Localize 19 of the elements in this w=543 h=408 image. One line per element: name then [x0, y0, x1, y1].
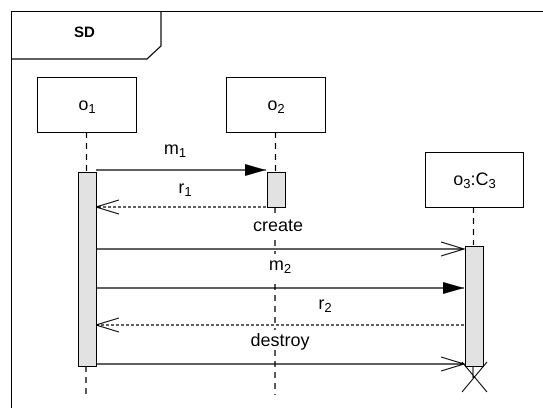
object-box: o$_{1}$ [37, 77, 137, 133]
lifeline [472, 207, 474, 245]
message-arrow [96, 164, 266, 176]
object-box: o$_{3}$:C$_{3}$ [425, 152, 524, 208]
lifeline [274, 132, 276, 171]
activation-bar [267, 172, 286, 208]
message-arrow [96, 282, 464, 294]
return-arrow [96, 318, 464, 332]
frame [11, 11, 543, 408]
message-arrow [96, 356, 464, 372]
edge-label: destroy [248, 330, 312, 350]
frame-title: SD [74, 24, 95, 41]
activation-bar [78, 172, 97, 367]
object-box: o$_{2}$ [226, 77, 326, 133]
message-arrow [96, 242, 464, 256]
edge-label: create [250, 215, 306, 235]
activation-bar [465, 246, 484, 367]
return-arrow [96, 200, 266, 214]
lifeline [86, 132, 88, 171]
